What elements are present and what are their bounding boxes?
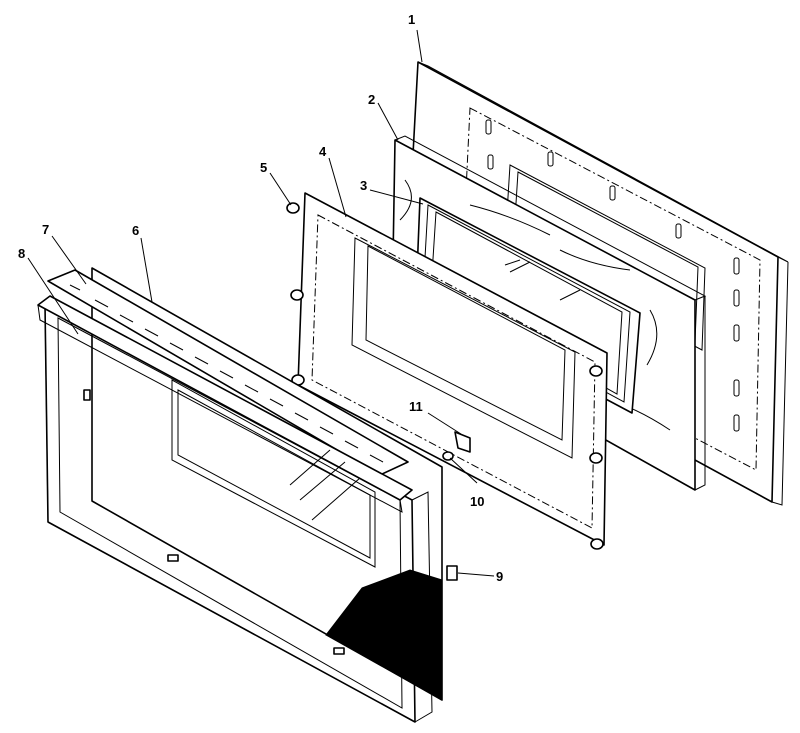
trim-vent-slots bbox=[69, 284, 384, 463]
callout-10: 10 bbox=[470, 494, 484, 509]
callout-4: 4 bbox=[319, 144, 327, 159]
callout-2: 2 bbox=[368, 92, 375, 107]
part-9-clip bbox=[446, 565, 458, 581]
leader-lines bbox=[27, 29, 495, 577]
liner-vent-slots bbox=[485, 119, 740, 432]
window-glass bbox=[365, 245, 566, 441]
callout-1: 1 bbox=[408, 12, 415, 27]
part-8-outer-door-frame bbox=[37, 295, 433, 723]
part-7-top-vent-trim bbox=[47, 269, 409, 476]
callout-6: 6 bbox=[132, 223, 139, 238]
callout-labels: 1 2 3 4 5 6 7 8 9 10 11 bbox=[18, 12, 503, 584]
callout-9: 9 bbox=[496, 569, 503, 584]
callout-3: 3 bbox=[360, 178, 367, 193]
part-11-bracket bbox=[454, 431, 471, 453]
part-4-window-panel bbox=[297, 192, 608, 546]
callout-7: 7 bbox=[42, 222, 49, 237]
viewing-window bbox=[177, 389, 371, 559]
callout-8: 8 bbox=[18, 246, 25, 261]
callout-11: 11 bbox=[409, 399, 423, 414]
door-handle bbox=[37, 295, 413, 513]
part-5-mounting-screws bbox=[286, 202, 604, 550]
callout-5: 5 bbox=[260, 160, 267, 175]
